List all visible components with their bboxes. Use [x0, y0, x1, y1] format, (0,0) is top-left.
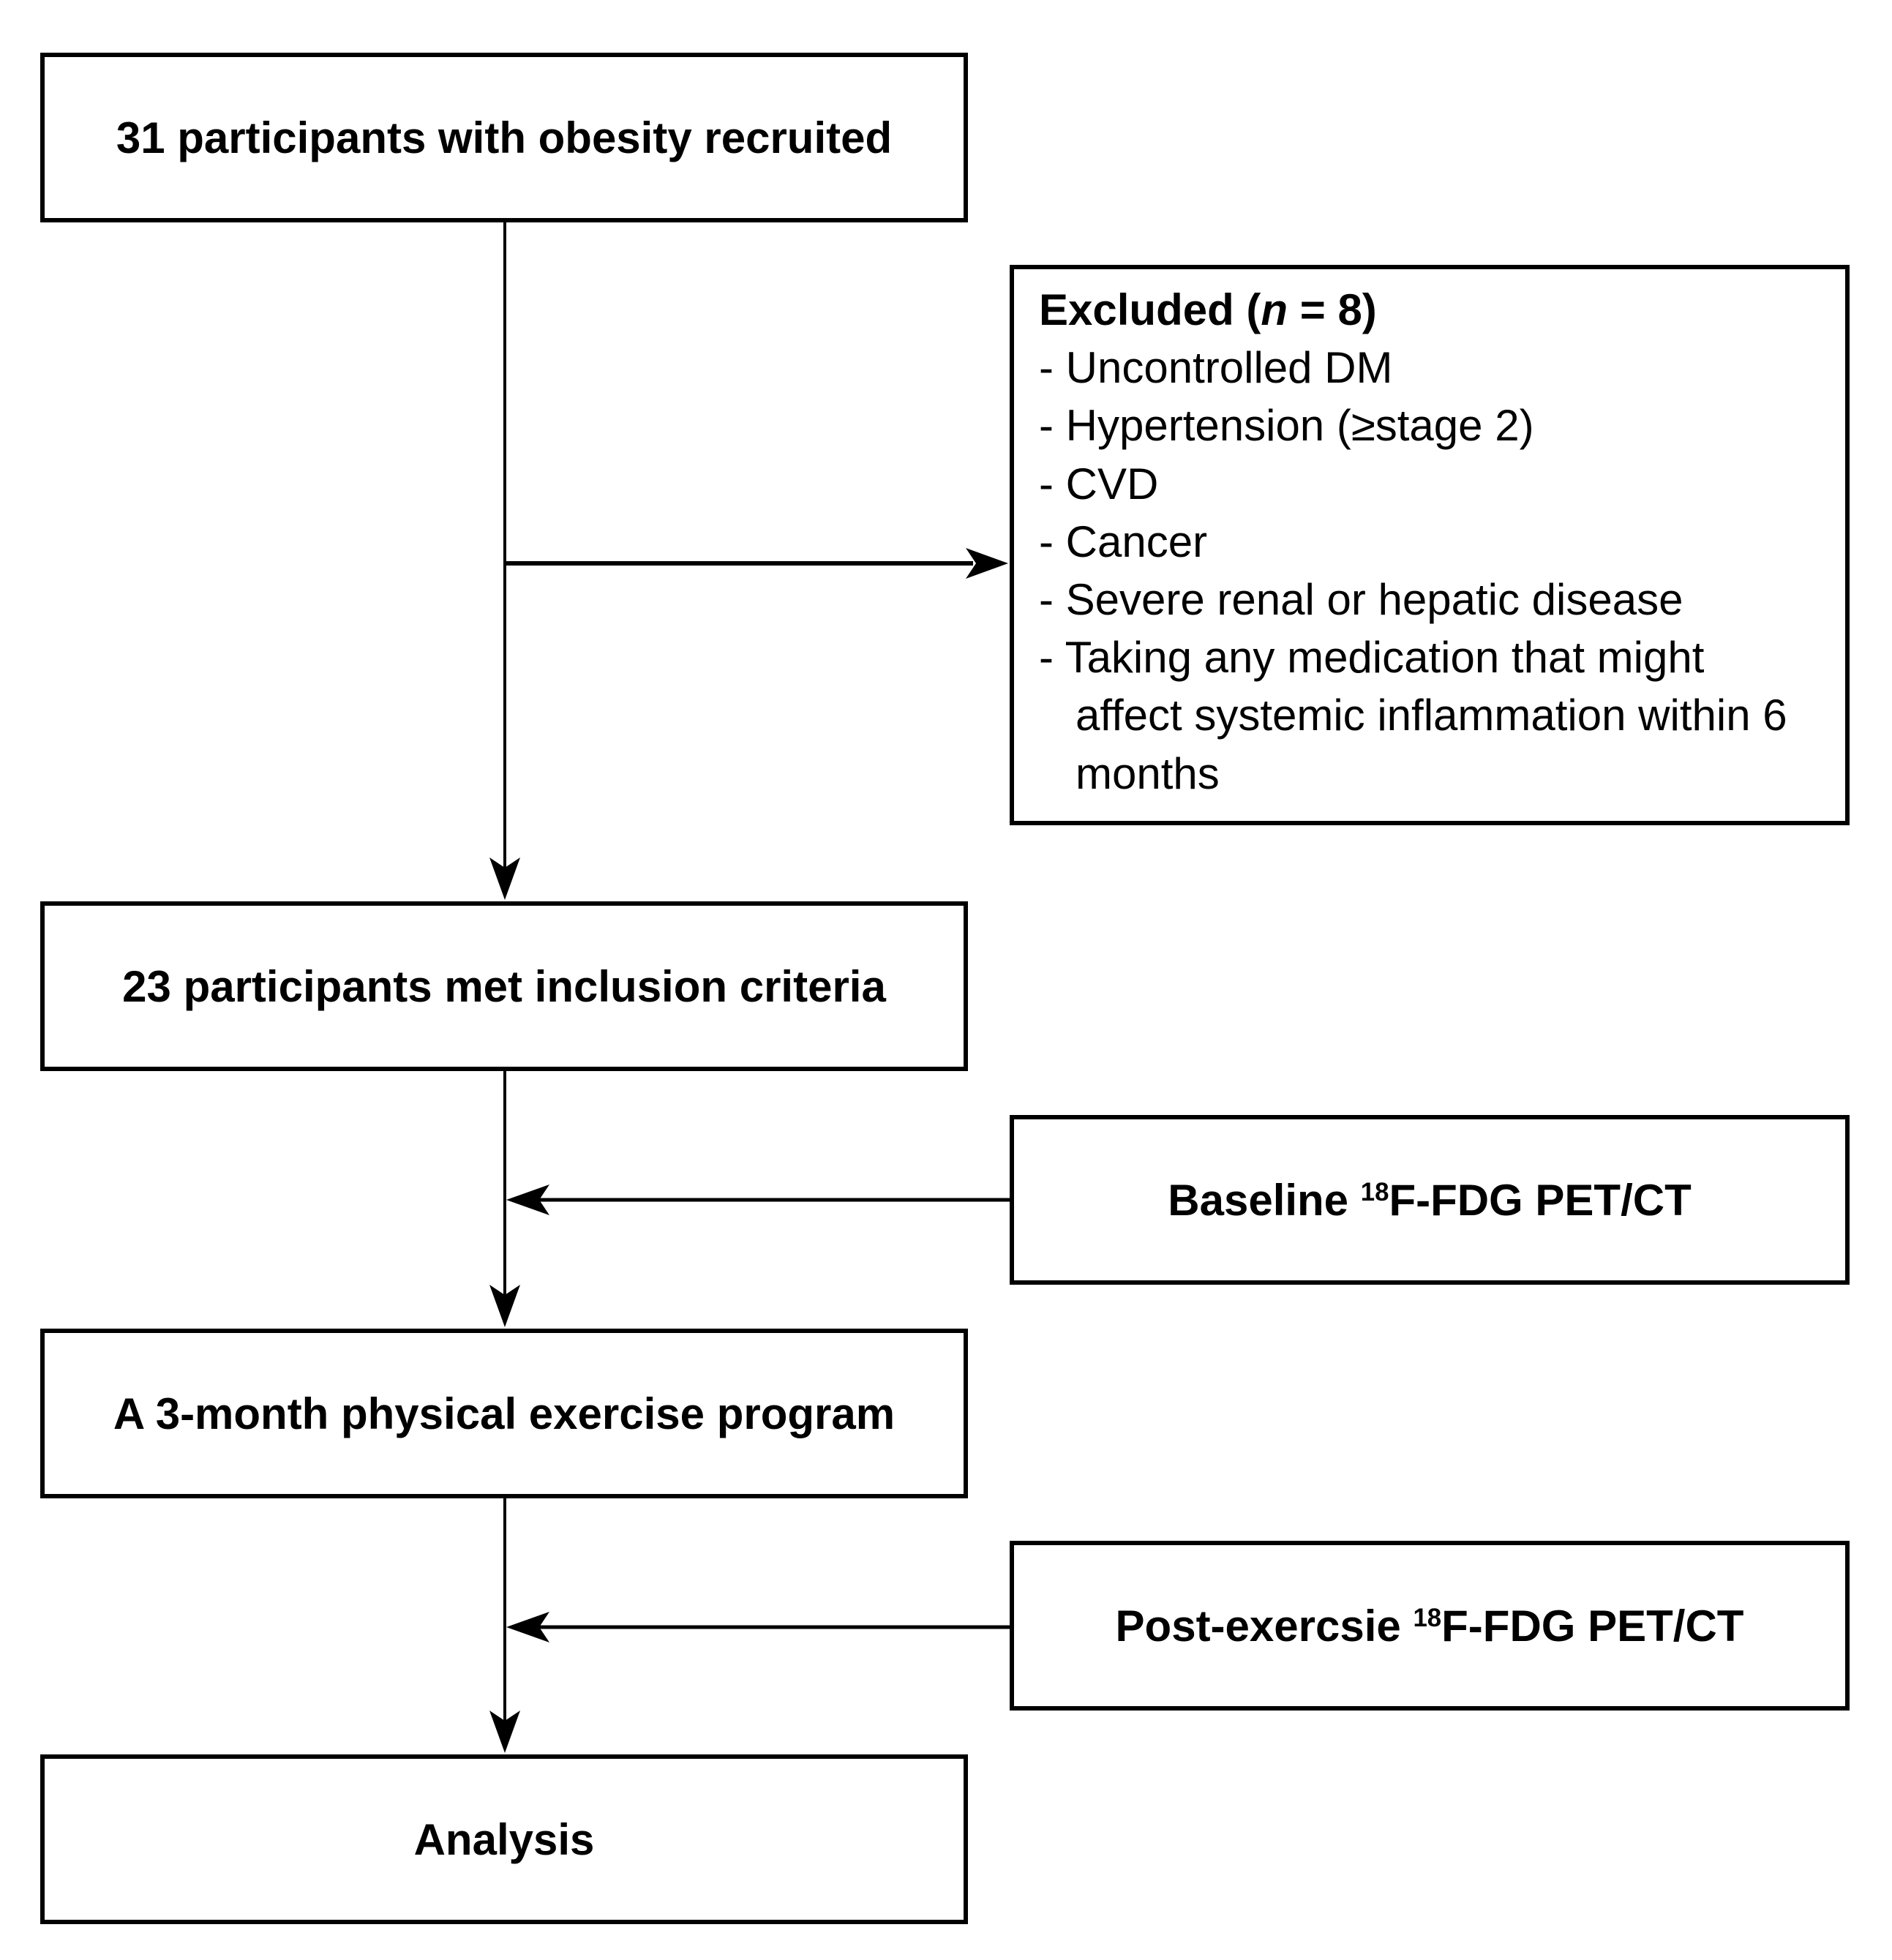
excluded-title-n: n [1261, 285, 1288, 334]
arrowhead-right-excluded [966, 548, 1008, 579]
box-excluded: Excluded (n = 8) - Uncontrolled DM - Hyp… [1010, 265, 1850, 825]
arrowhead-down-analysis [489, 1711, 520, 1753]
excluded-item: - Uncontrolled DM [1039, 343, 1393, 393]
superscript-18: 18 [1360, 1178, 1389, 1207]
baseline-text-pre: Baseline [1168, 1175, 1361, 1225]
excluded-title-post: = 8) [1288, 285, 1377, 334]
box-analysis-label: Analysis [413, 1814, 595, 1864]
arrowhead-down-inclusion [489, 857, 520, 900]
box-recruited: 31 participants with obesity recruited [40, 53, 968, 222]
arrowhead-left-baseline [506, 1184, 549, 1215]
excluded-item: - Taking any medication that might affec… [1039, 633, 1787, 798]
baseline-text-post: F-FDG PET/CT [1389, 1175, 1692, 1225]
box-baseline-petct: Baseline 18F-FDG PET/CT [1010, 1115, 1850, 1285]
excluded-item: - Severe renal or hepatic disease [1039, 574, 1683, 624]
excluded-item: - Cancer [1039, 517, 1208, 566]
box-analysis: Analysis [40, 1754, 968, 1924]
box-inclusion: 23 participants met inclusion criteria [40, 901, 968, 1071]
excluded-title: Excluded (n = 8) [1039, 281, 1820, 339]
superscript-18: 18 [1413, 1604, 1442, 1633]
box-inclusion-label: 23 participants met inclusion criteria [122, 961, 886, 1011]
box-baseline-label: Baseline 18F-FDG PET/CT [1168, 1175, 1691, 1225]
box-exercise-program: A 3-month physical exercise program [40, 1329, 968, 1498]
excluded-item: - Hypertension (≥stage 2) [1039, 401, 1534, 451]
box-postexercise-label: Post-exercsie 18F-FDG PET/CT [1116, 1601, 1744, 1651]
postexercise-text-pre: Post-exercsie [1115, 1601, 1414, 1651]
arrowhead-down-exercise [489, 1285, 520, 1327]
postexercise-text-post: F-FDG PET/CT [1441, 1601, 1744, 1651]
box-postexercise-petct: Post-exercsie 18F-FDG PET/CT [1010, 1541, 1850, 1711]
excluded-title-pre: Excluded ( [1039, 285, 1261, 334]
excluded-item: - CVD [1039, 459, 1159, 508]
arrowhead-left-postexercise [506, 1612, 549, 1642]
box-recruited-label: 31 participants with obesity recruited [116, 113, 893, 162]
box-exercise-label: A 3-month physical exercise program [113, 1389, 896, 1438]
